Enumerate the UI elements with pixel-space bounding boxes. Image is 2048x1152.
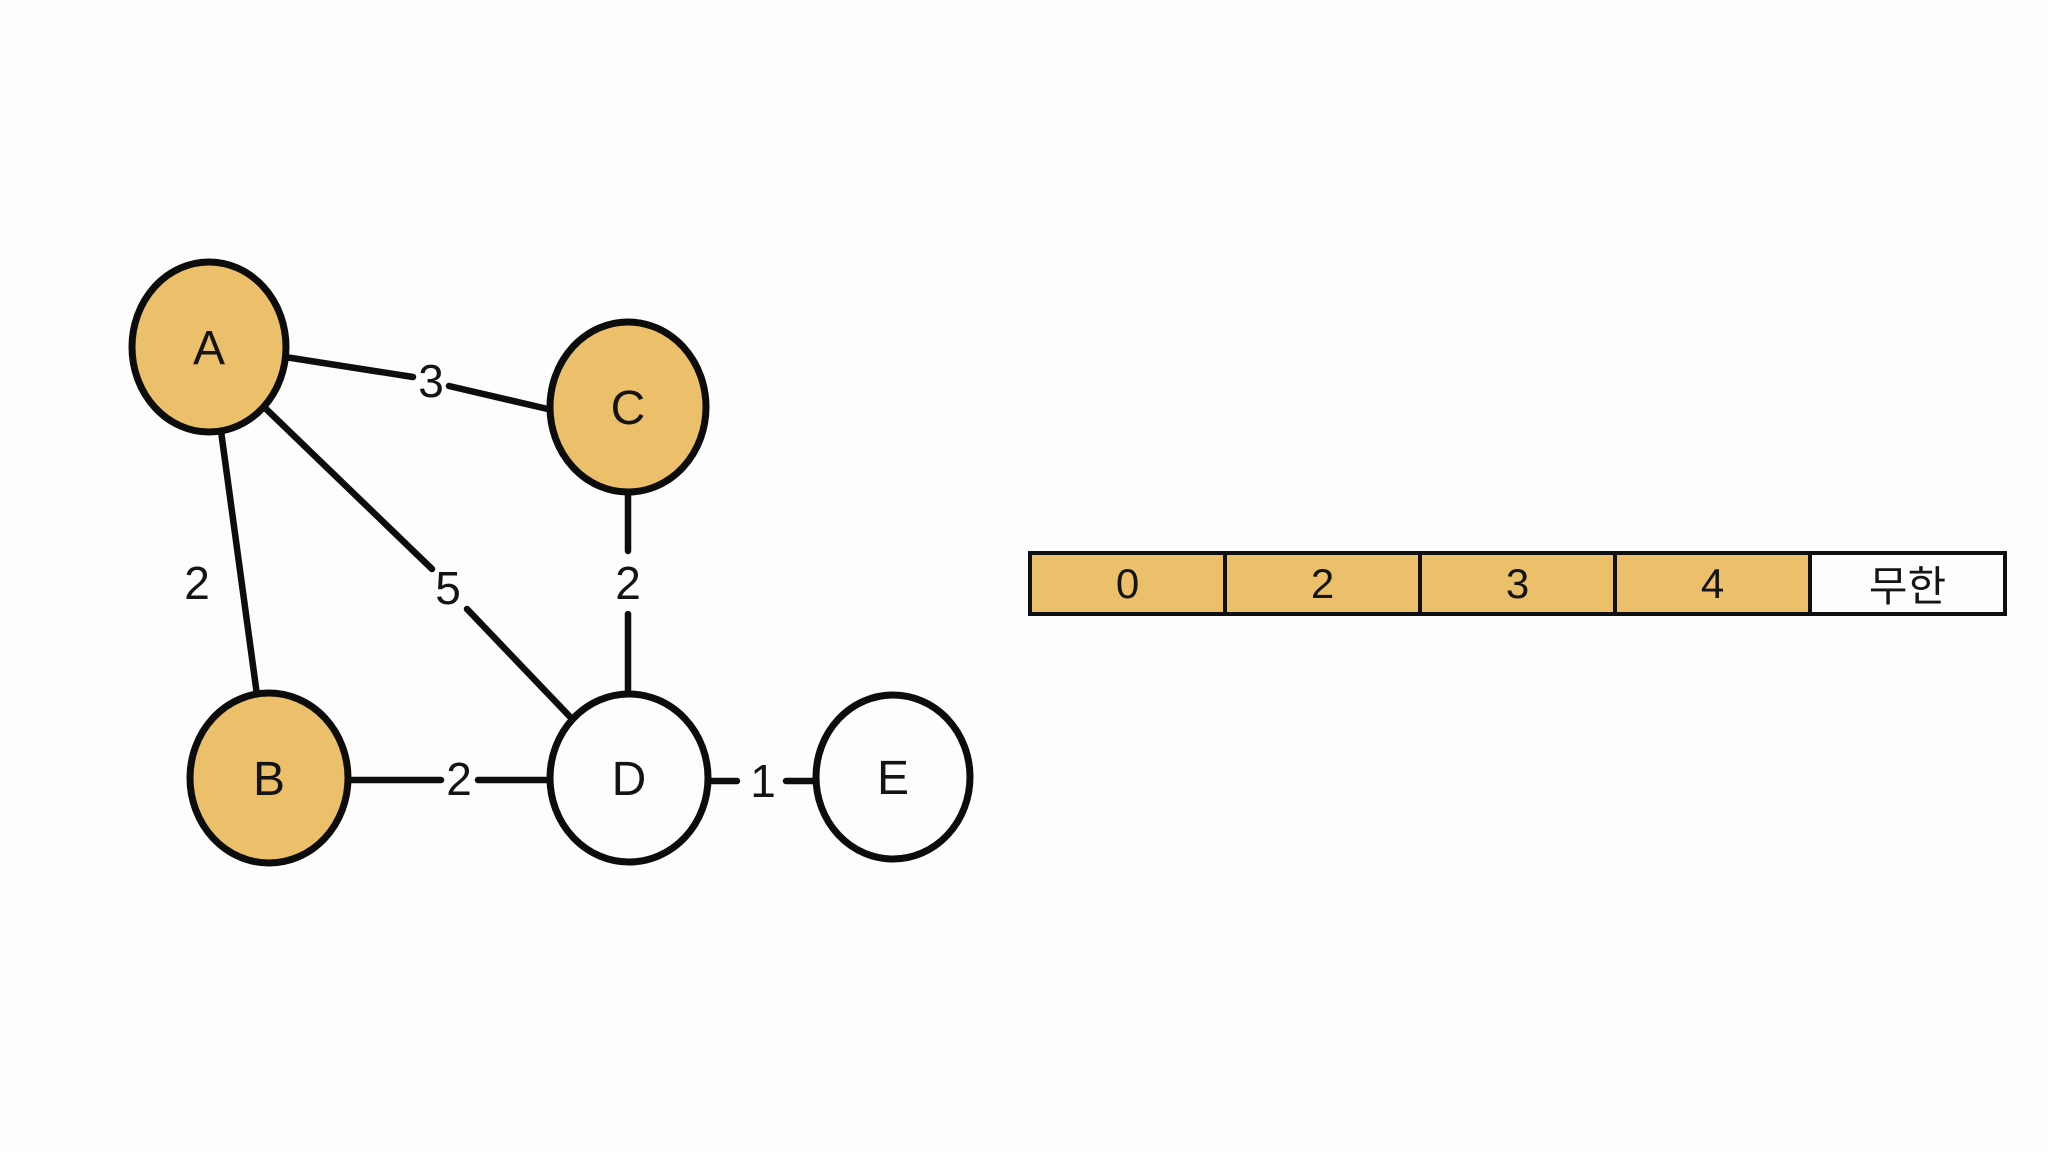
node-a: A xyxy=(128,258,290,436)
node-b-label: B xyxy=(253,753,285,806)
node-e-label: E xyxy=(877,752,909,805)
node-c: C xyxy=(546,318,710,496)
edge-a-c-segment xyxy=(281,353,417,381)
node-b-circle xyxy=(186,689,352,867)
table-cell-2: 3 xyxy=(1418,555,1613,612)
table-cell-4: 무한 xyxy=(1808,555,2003,612)
table-cell-1: 2 xyxy=(1223,555,1418,612)
edge-a-b: 2 xyxy=(184,427,261,699)
node-e-circle xyxy=(812,691,974,863)
node-d: D xyxy=(546,690,712,866)
node-a-label: A xyxy=(193,322,225,375)
node-c-label: C xyxy=(611,382,646,435)
edge-weight-a-b: 2 xyxy=(184,557,210,609)
edge-a-d-segment xyxy=(463,605,579,726)
node-a-circle xyxy=(128,258,290,436)
edge-c-d: 2 xyxy=(615,488,641,699)
edge-d-e: 1 xyxy=(703,755,820,807)
table-cell-3: 4 xyxy=(1613,555,1808,612)
edge-a-c: 3 xyxy=(281,353,556,414)
node-c-circle xyxy=(546,318,710,496)
node-d-label: D xyxy=(612,753,647,806)
edge-weight-d-e: 1 xyxy=(750,755,776,807)
edge-b-d: 2 xyxy=(344,753,555,805)
node-b: B xyxy=(186,689,352,867)
edge-a-c-segment xyxy=(445,382,556,414)
table-cell-0: 0 xyxy=(1032,555,1223,612)
edge-a-b-segment xyxy=(217,427,261,699)
edge-weight-a-c: 3 xyxy=(418,355,444,407)
edge-weight-a-d: 5 xyxy=(435,562,461,614)
edge-weight-c-d: 2 xyxy=(615,557,641,609)
node-e: E xyxy=(812,691,974,863)
node-d-circle xyxy=(546,690,712,866)
edge-a-d-segment xyxy=(258,401,436,573)
edge-weight-b-d: 2 xyxy=(446,753,472,805)
distance-table: 0 2 3 4 무한 xyxy=(1028,551,2007,616)
edge-a-d: 5 xyxy=(258,401,579,726)
